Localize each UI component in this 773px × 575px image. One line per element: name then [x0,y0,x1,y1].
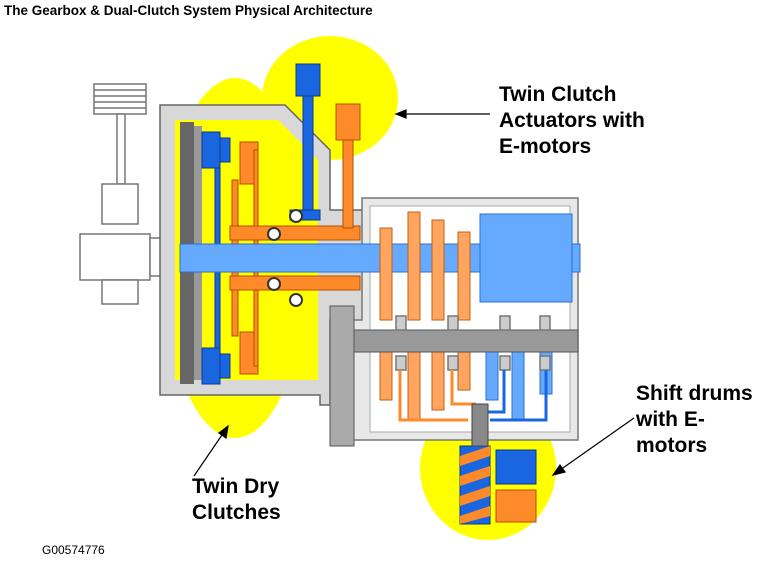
callout-dry-clutches: Twin Dry Clutches [192,474,281,526]
shift-drum-assembly [459,403,537,525]
gear-stack [379,211,471,421]
callout-line: E-motors [499,135,592,158]
callout-line: Twin Dry [192,475,280,498]
callout-line: with E- [636,408,705,431]
callout-arrows [193,109,635,477]
callout-line: motors [636,434,708,457]
callout-line: Actuators with [499,109,645,132]
callout-shift-drums: Shift drums with E- motors [636,381,753,459]
callout-line: Twin Clutch [499,83,617,106]
page-title: The Gearbox & Dual-Clutch System Physica… [4,3,373,18]
callout-clutch-actuators: Twin Clutch Actuators with E-motors [499,82,645,160]
shift-linkages [398,370,548,422]
bearings [267,209,303,307]
callout-line: Shift drums [636,382,753,405]
engine-stub [79,83,181,305]
figure-code: G00574776 [42,543,105,557]
callout-line: Clutches [192,501,281,524]
